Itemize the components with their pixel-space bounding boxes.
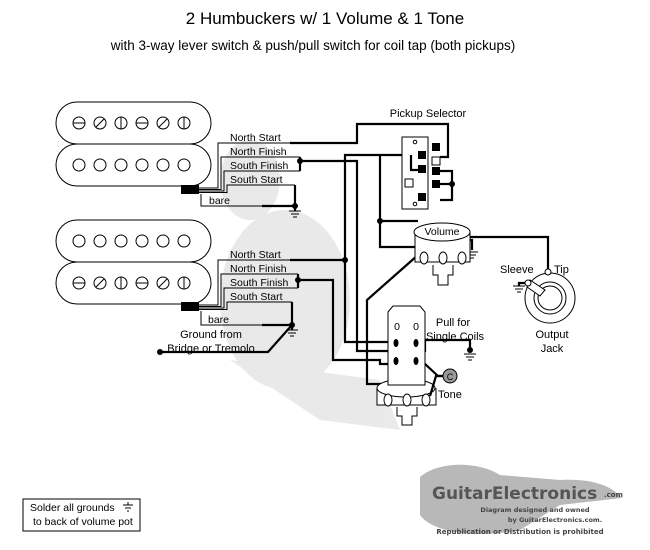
slug-poles — [72, 234, 191, 248]
ground-icon — [464, 353, 476, 361]
diagram-title: 2 Humbuckers w/ 1 Volume & 1 Tone — [186, 9, 464, 28]
neck-north-start-label: North Start — [230, 132, 281, 144]
sleeve-label: Sleeve — [500, 264, 534, 276]
bridge-north-finish-label: North Finish — [230, 263, 287, 275]
bridge-south-start-label: South Start — [230, 291, 283, 303]
neck-humbucker: North Start North Finish South Finish So… — [55, 101, 300, 207]
neck-south-finish-label: South Finish — [230, 160, 289, 172]
logo-line1: Diagram designed and owned — [480, 506, 589, 514]
ground-from-label: Ground from — [180, 329, 242, 341]
push-pull-lug-mark: 0 — [413, 321, 419, 333]
ground-icon — [289, 210, 301, 218]
pull-for-label: Pull for — [436, 317, 471, 329]
watermark — [220, 140, 400, 430]
note-line2: to back of volume pot — [33, 516, 133, 528]
neck-north-finish-label: North Finish — [230, 146, 287, 158]
volume-pot: Volume — [413, 222, 471, 286]
jack-label: Jack — [541, 343, 564, 355]
logo-line2: by GuitarElectronics.com. — [508, 516, 602, 524]
pickup-lead-block — [181, 302, 199, 311]
pickup-lead-block — [181, 185, 199, 194]
output-jack: Sleeve Tip Output Jack — [500, 264, 576, 355]
volume-label: Volume — [424, 226, 459, 238]
push-pull-lug-mark: 0 — [394, 321, 400, 333]
logo-brand: GuitarElectronics — [432, 484, 597, 504]
pot-lugs — [419, 251, 467, 265]
pickup-selector-label: Pickup Selector — [390, 108, 467, 120]
capacitor-label: C — [447, 372, 454, 382]
ground-icon — [513, 285, 525, 293]
neck-south-start-label: South Start — [230, 174, 283, 186]
neck-bare-label: bare — [209, 195, 230, 207]
tone-label: Tone — [438, 389, 462, 401]
ground-icon — [286, 329, 298, 337]
push-pull-tone-pot: 0 0 Pull for Single Coils C Tone — [376, 305, 485, 426]
bridge-tremolo-label: Bridge or Tremolo — [167, 343, 254, 355]
bridge-south-finish-label: South Finish — [230, 277, 289, 289]
output-label: Output — [535, 329, 568, 341]
bridge-bare-label: bare — [208, 314, 229, 326]
ground-icon — [123, 502, 133, 512]
single-coils-label: Single Coils — [426, 331, 485, 343]
adjustable-pole-screws — [72, 276, 191, 290]
note-line1: Solder all grounds — [30, 502, 115, 514]
diagram-subtitle: with 3-way lever switch & push/pull swit… — [110, 38, 515, 53]
adjustable-pole-screws — [72, 116, 191, 130]
bridge-north-start-label: North Start — [230, 249, 281, 261]
tip-label: Tip — [554, 264, 569, 276]
pickup-selector-switch: Pickup Selector — [390, 108, 467, 210]
bridge-humbucker: North Start North Finish South Finish So… — [55, 219, 298, 355]
guitarelectronics-logo: GuitarElectronics .com Diagram designed … — [420, 464, 623, 536]
grounding-note: Solder all grounds to back of volume pot — [22, 498, 141, 532]
logo-line3: Republication or Distribution is prohibi… — [436, 528, 603, 536]
pot-lugs — [383, 393, 431, 407]
logo-tld: .com — [604, 491, 623, 499]
slug-poles — [72, 158, 191, 172]
